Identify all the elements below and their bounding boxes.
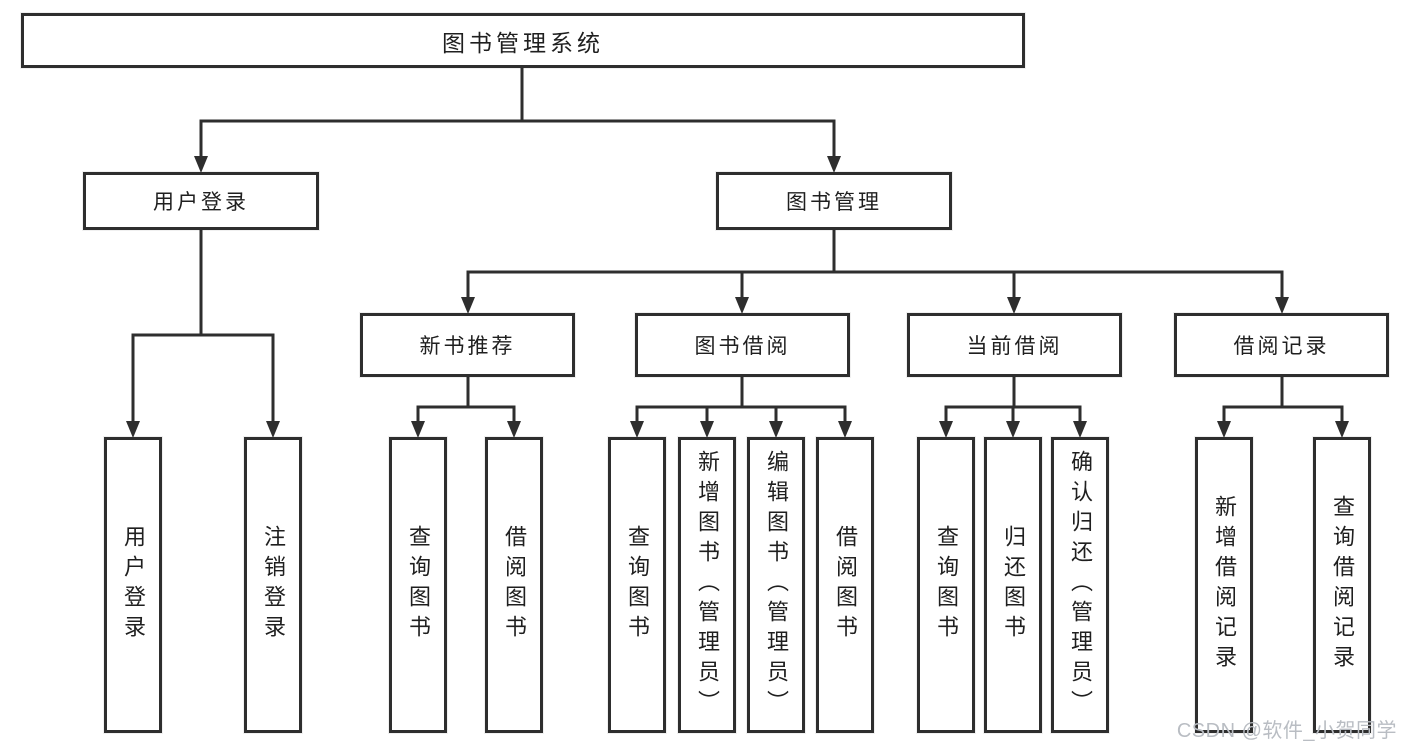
arrowhead [838,421,852,438]
arrowhead [1275,297,1289,314]
leaf-borrow-book: 借阅图书 [816,437,874,733]
connector-current-borrow-to-children [939,375,1087,438]
arrowhead [1217,421,1231,438]
csdn-watermark: CSDN @软件_小贺同学 [1176,720,1397,742]
leaf-query-book-borrow: 查询图书 [608,437,666,733]
arrowhead [700,421,714,438]
node-current-borrow: 当前借阅 [907,313,1122,377]
arrowhead [1006,421,1020,438]
arrowhead [1007,297,1021,314]
leaf-query-borrow-record: 查询借阅记录 [1313,437,1371,733]
leaf-add-borrow-record: 新增借阅记录 [1195,437,1253,733]
arrowhead [1073,421,1087,438]
connector-book-borrow-to-children [630,375,852,438]
arrowhead [630,421,644,438]
arrowhead [411,421,425,438]
connector-new-book-recommend-to-children [411,375,521,438]
arrowhead [769,421,783,438]
arrowhead [461,297,475,314]
leaf-logout-login: 注销登录 [244,437,302,733]
leaf-borrow-book-recommend: 借阅图书 [485,437,543,733]
leaf-query-book-current: 查询图书 [917,437,975,733]
arrowhead [266,421,280,438]
leaf-add-book-admin: 新增图书（管理员） [678,437,736,733]
node-borrow-records: 借阅记录 [1174,313,1389,377]
node-book-management: 图书管理 [716,172,952,230]
leaf-confirm-return-admin: 确认归还（管理员） [1051,437,1109,733]
node-user-login: 用户登录 [83,172,319,230]
connector-borrow-records-to-children [1217,375,1349,438]
arrowhead [827,156,841,173]
arrowhead [1335,421,1349,438]
node-book-borrow: 图书借阅 [635,313,850,377]
leaf-edit-book-admin: 编辑图书（管理员） [747,437,805,733]
arrowhead [194,156,208,173]
arrowhead [507,421,521,438]
leaf-return-book: 归还图书 [984,437,1042,733]
arrowhead [939,421,953,438]
connector-user-login-to-children [126,228,280,438]
connector-book-management-to-level3 [461,228,1289,314]
arrowhead [126,421,140,438]
connector-root-to-level2 [194,66,841,173]
leaf-user-login: 用户登录 [104,437,162,733]
node-root: 图书管理系统 [21,13,1025,68]
arrowhead [735,297,749,314]
leaf-query-book-recommend: 查询图书 [389,437,447,733]
node-new-book-recommend: 新书推荐 [360,313,575,377]
